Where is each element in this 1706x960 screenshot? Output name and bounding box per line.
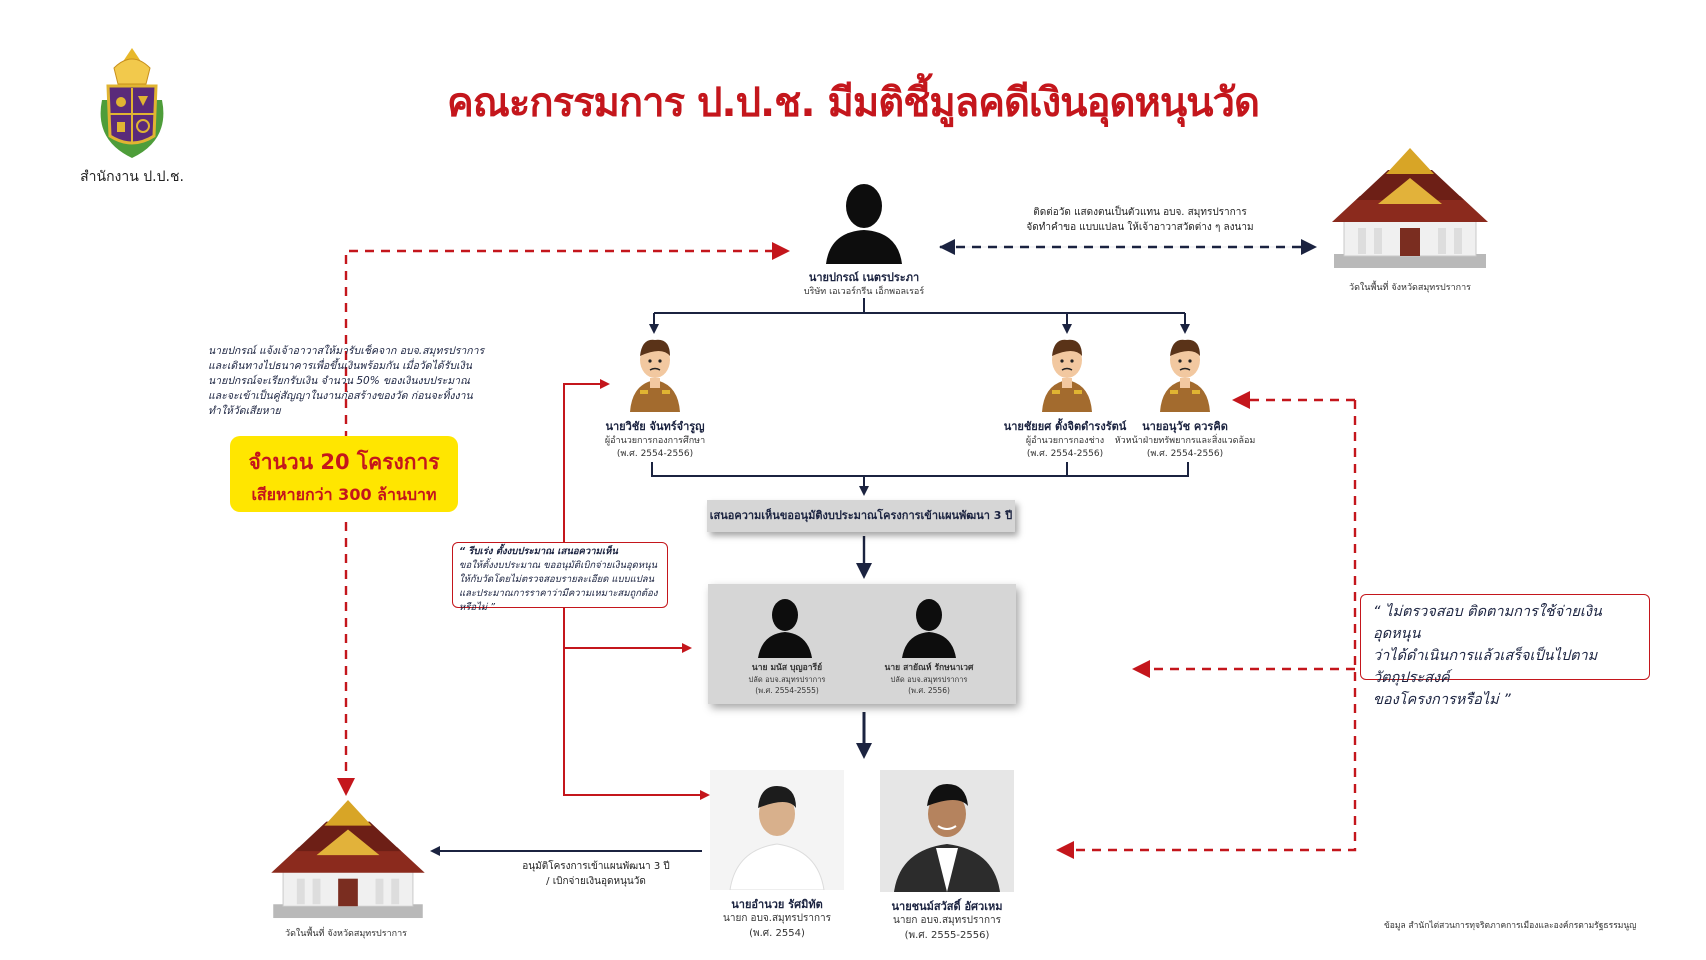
highlight-line2: เสียหายกว่า 300 ล้านบาท bbox=[251, 485, 437, 504]
left-note-line: และจะเข้าเป็นคู่สัญญาในงานก่อสร้างของวัด… bbox=[208, 390, 473, 402]
palad-period: (พ.ศ. 2554-2555) bbox=[755, 686, 819, 695]
left-note-line: นายปกรณ์ แจ้งเจ้าอาวาสให้มารับเช็คจาก อบ… bbox=[208, 345, 485, 357]
official-name: นายวิชัย จันทร์จำรูญ bbox=[605, 420, 705, 433]
mid-quote-line: ขอให้ตั้งงบประมาณ ขออนุมัติเบิกจ่ายเงินอ… bbox=[459, 560, 658, 571]
chief-period: (พ.ศ. 2554) bbox=[749, 928, 805, 939]
official-position: ผู้อำนวยการกองการศึกษา bbox=[604, 436, 706, 446]
official-cartoon-icon bbox=[1156, 334, 1214, 412]
official-name: นายชัยยศ ตั้งจิตดำรงรัตน์ bbox=[1003, 420, 1127, 433]
right-quote-line: ว่าได้ดำเนินการแล้วเสร็จเป็นไปตามวัตถุปร… bbox=[1373, 648, 1598, 686]
left-note-line: และเดินทางไปธนาคารเพื่อขึ้นเงินพร้อมกัน … bbox=[208, 360, 472, 372]
red-dashed-connector bbox=[344, 242, 790, 440]
palad-position: ปลัด อบจ.สมุทรปราการ bbox=[890, 675, 968, 684]
chief-name: นายชนม์สวัสดิ์ อัศวเหม bbox=[891, 900, 1003, 913]
temple-top-caption: วัดในพื้นที่ จังหวัดสมุทรปราการ bbox=[1349, 283, 1471, 293]
palad-name: นาย สายัณห์ รักษนาเวศ bbox=[884, 663, 974, 673]
top-person-company: บริษัท เอเวอร์กรีน เอ็กพอลเรอร์ bbox=[803, 287, 925, 297]
page-title: คณะกรรมการ ป.ป.ช. มีมติชี้มูลคดีเงินอุดห… bbox=[447, 80, 1260, 126]
mid-quote-line: และประมาณการราคาว่ามีความเหมาะสมถูกต้องห… bbox=[459, 588, 658, 613]
mid-quote-line: “ รีบเร่ง ตั้งงบประมาณ เสนอความเห็น bbox=[459, 546, 618, 557]
palad-box bbox=[708, 584, 1016, 704]
mid-quote-line: ให้กับวัดโดยไม่ตรวจสอบรายละเอียด แบบแปลน bbox=[459, 574, 655, 585]
official-period: (พ.ศ. 2554-2556) bbox=[616, 449, 694, 459]
official-cartoon-icon bbox=[1038, 334, 1096, 412]
official-position: หัวหน้าฝ่ายทรัพยากรและสิ่งแวดล้อม bbox=[1114, 436, 1256, 446]
logo-label: สำนักงาน ป.ป.ช. bbox=[80, 169, 184, 185]
official-period: (พ.ศ. 2554-2556) bbox=[1146, 449, 1224, 459]
highlight-box: จำนวน 20 โครงการ เสียหายกว่า 300 ล้านบาท bbox=[230, 436, 458, 512]
right-quote-line: ของโครงการหรือไม่ ” bbox=[1373, 692, 1511, 708]
temple-bottom-caption: วัดในพื้นที่ จังหวัดสมุทรปราการ bbox=[285, 929, 407, 939]
approve-line2: / เบิกจ่ายเงินอุดหนุนวัด bbox=[546, 876, 646, 887]
official-name: นายอนุวัช ควรคิด bbox=[1142, 420, 1228, 433]
propose-box: เสนอความเห็นขออนุมัติงบประมาณโครงการเข้า… bbox=[707, 500, 1015, 532]
chief-position: นายก อบจ.สมุทรปราการ bbox=[723, 913, 831, 924]
chief-position: นายก อบจ.สมุทรปราการ bbox=[893, 915, 1001, 926]
official-period: (พ.ศ. 2554-2556) bbox=[1026, 449, 1104, 459]
chief-photo bbox=[710, 770, 844, 891]
palad-period: (พ.ศ. 2556) bbox=[908, 686, 950, 695]
chief-period: (พ.ศ. 2555-2556) bbox=[904, 930, 990, 941]
top-note-line2: จัดทำคำขอ แบบแปลน ให้เจ้าอาวาสวัดต่าง ๆ … bbox=[1026, 222, 1254, 233]
approve-line1: อนุมัติโครงการเข้าแผนพัฒนา 3 ปี bbox=[522, 861, 670, 872]
left-note: นายปกรณ์ แจ้งเจ้าอาวาสให้มารับเช็คจาก อบ… bbox=[208, 344, 498, 419]
temple-illustration bbox=[268, 800, 428, 920]
official-position: ผู้อำนวยการกองช่าง bbox=[1025, 436, 1105, 446]
top-person-name: นายปกรณ์ เนตรประภา bbox=[808, 271, 920, 284]
mid-quote-box: “ รีบเร่ง ตั้งงบประมาณ เสนอความเห็น ขอให… bbox=[452, 542, 668, 613]
top-note-line1: ติดต่อวัด แสดงตนเป็นตัวแทน อบจ. สมุทรปรา… bbox=[1033, 207, 1247, 218]
right-quote-box: “ ไม่ตรวจสอบ ติดตามการใช้จ่ายเงินอุดหนุน… bbox=[1360, 594, 1650, 708]
left-note-line: นายปกรณ์จะเรียกรับเงิน จำนวน 50% ของเงิน… bbox=[208, 375, 470, 387]
chief-name: นายอำนวย รัศมิทัต bbox=[731, 898, 823, 911]
palad-name: นาย มนัส บุญอารีย์ bbox=[751, 663, 823, 673]
highlight-line1: จำนวน 20 โครงการ bbox=[248, 450, 440, 474]
palad-position: ปลัด อบจ.สมุทรปราการ bbox=[748, 675, 826, 684]
right-quote-line: “ ไม่ตรวจสอบ ติดตามการใช้จ่ายเงินอุดหนุน bbox=[1373, 604, 1602, 642]
person-silhouette-icon bbox=[900, 596, 958, 658]
person-silhouette-icon bbox=[822, 180, 906, 264]
left-note-line: ทำให้วัดเสียหาย bbox=[208, 405, 281, 417]
official-cartoon-icon bbox=[626, 334, 684, 412]
temple-illustration bbox=[1330, 148, 1490, 270]
chief-photo bbox=[880, 770, 1014, 892]
nacc-logo bbox=[84, 44, 180, 164]
person-silhouette-icon bbox=[756, 596, 814, 658]
source-note: ข้อมูล สำนักไต่สวนการทุจริตภาคการเมืองแล… bbox=[1384, 921, 1637, 931]
